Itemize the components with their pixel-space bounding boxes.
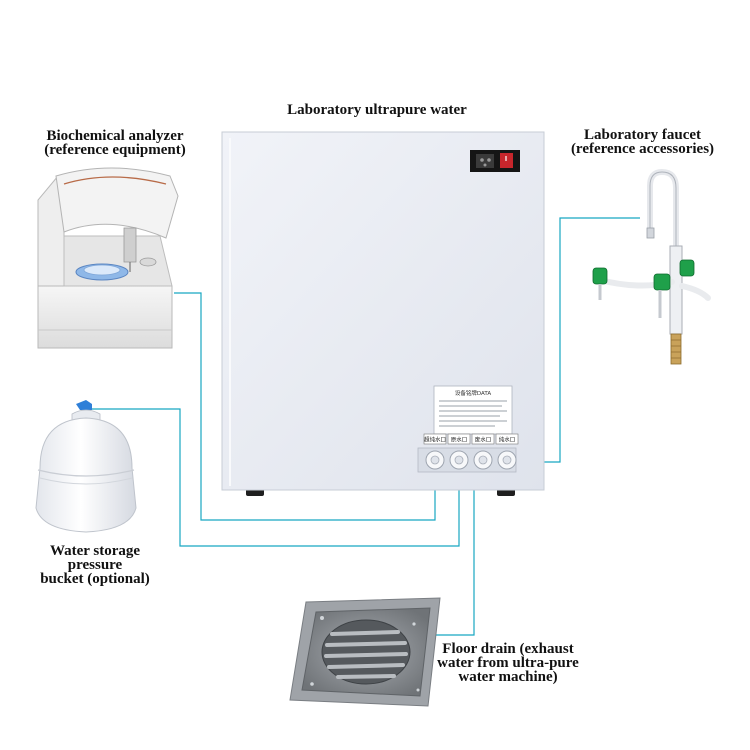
main-unit-label-text: Laboratory ultrapure water xyxy=(287,102,467,118)
analyzer-label-line-1: Biochemical analyzer xyxy=(46,128,184,144)
drain-label-line-1: Floor drain (exhaust xyxy=(442,641,574,657)
ultrapure-water-machine: 设备铭牌DATA 超纯水口 原水口 废水口 纯水口 xyxy=(221,131,545,496)
faucet-brass-base xyxy=(670,333,682,365)
lab-faucet-icon xyxy=(592,168,711,365)
main-unit-label: Laboratory ultrapure water xyxy=(262,102,492,118)
drain-label: Floor drain (exhaust water from ultra-pu… xyxy=(418,641,598,685)
port-fitting-3 xyxy=(473,450,493,470)
port-label-4: 纯水口 xyxy=(499,436,516,444)
floor-drain-icon xyxy=(289,597,441,707)
bucket-label: Water storage pressure bucket (optional) xyxy=(20,543,170,587)
bucket-label-line-1: Water storage xyxy=(49,543,141,559)
bucket-connector-line xyxy=(84,408,460,547)
drain-label-line-2: water from ultra-pure xyxy=(437,655,579,671)
analyzer-label-line-2: (reference equipment) xyxy=(44,142,186,158)
power-switch-panel xyxy=(470,150,520,172)
nameplate-title: 设备铭牌DATA xyxy=(455,389,491,397)
bucket-valve xyxy=(76,400,92,410)
drain-label-line-3: water machine) xyxy=(458,669,558,685)
power-socket-icon xyxy=(476,154,494,168)
analyzer-connector-line xyxy=(174,292,436,521)
port-fitting-2 xyxy=(449,450,469,470)
faucet-valve-top xyxy=(679,259,695,277)
water-ports xyxy=(417,447,517,473)
port-label-1: 超纯水口 xyxy=(424,436,446,444)
port-label-3: 废水口 xyxy=(475,436,492,444)
biochemical-analyzer-icon xyxy=(37,167,179,349)
bucket-label-line-3: bucket (optional) xyxy=(40,571,150,587)
port-fitting-1 xyxy=(425,450,445,470)
port-labels: 超纯水口 原水口 废水口 纯水口 xyxy=(423,433,519,445)
faucet-label-line-1: Laboratory faucet xyxy=(583,127,702,143)
faucet-label: Laboratory faucet (reference accessories… xyxy=(555,127,730,157)
faucet-valve-left xyxy=(592,267,608,285)
faucet-valve-middle xyxy=(653,273,671,291)
port-fitting-4 xyxy=(497,450,517,470)
machine-nameplate: 设备铭牌DATA xyxy=(433,385,513,435)
analyzer-label: Biochemical analyzer (reference equipmen… xyxy=(30,128,200,158)
pressure-bucket-icon xyxy=(35,400,137,533)
port-label-2: 原水口 xyxy=(451,436,468,444)
bucket-label-line-2: pressure xyxy=(67,557,123,573)
faucet-label-line-2: (reference accessories) xyxy=(570,141,715,157)
